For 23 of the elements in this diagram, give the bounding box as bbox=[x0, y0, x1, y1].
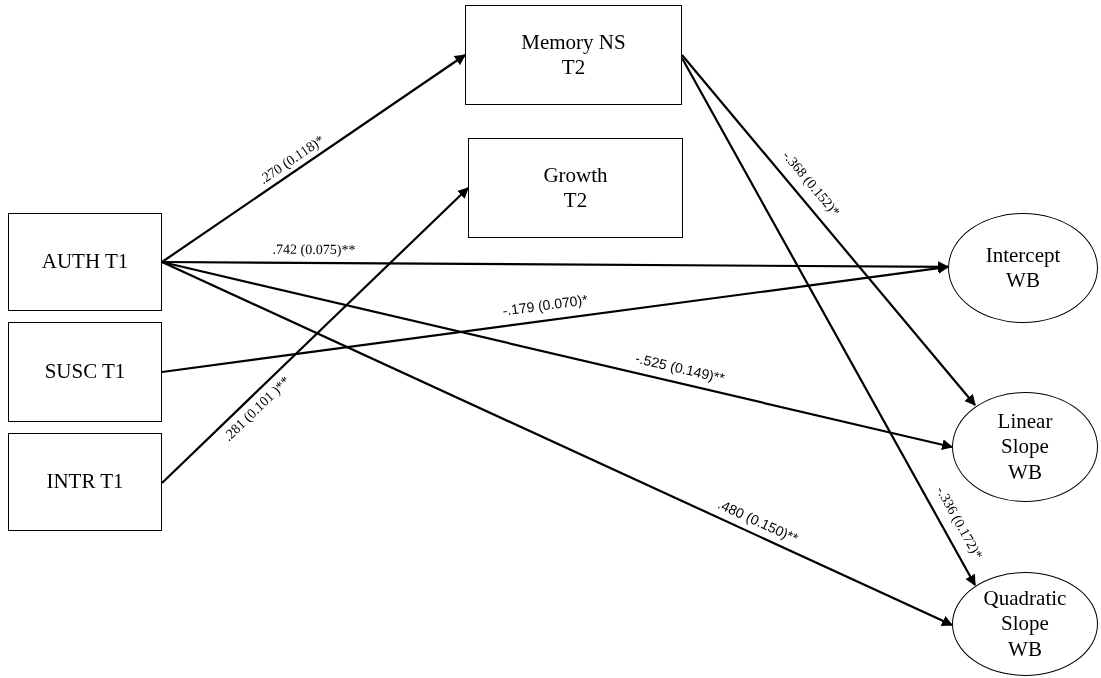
node-label: Memory NS T2 bbox=[520, 29, 627, 81]
arrow bbox=[161, 54, 466, 263]
node-label: Growth T2 bbox=[542, 162, 609, 214]
node-label: SUSC T1 bbox=[43, 359, 127, 385]
node-label: AUTH T1 bbox=[40, 249, 130, 275]
edge-label: -.179 (0.070)* bbox=[501, 291, 589, 319]
arrow bbox=[681, 54, 976, 406]
arrow bbox=[161, 262, 950, 374]
variable-box bbox=[465, 5, 682, 105]
node-label: Linear Slope WB bbox=[996, 409, 1054, 485]
node-label: Intercept WB bbox=[984, 242, 1062, 294]
arrow bbox=[161, 187, 469, 484]
arrow bbox=[161, 261, 953, 627]
arrow bbox=[681, 57, 976, 586]
arrow bbox=[161, 260, 954, 451]
edge-label: .742 (0.075)** bbox=[272, 241, 356, 259]
node-label: INTR T1 bbox=[45, 469, 125, 495]
edge-label: -.525 (0.149)** bbox=[633, 349, 726, 386]
node-label: Quadratic Slope WB bbox=[983, 586, 1067, 662]
variable-box bbox=[8, 322, 162, 422]
variable-box bbox=[468, 138, 683, 238]
variable-box bbox=[8, 213, 162, 311]
variable-box bbox=[8, 433, 162, 531]
